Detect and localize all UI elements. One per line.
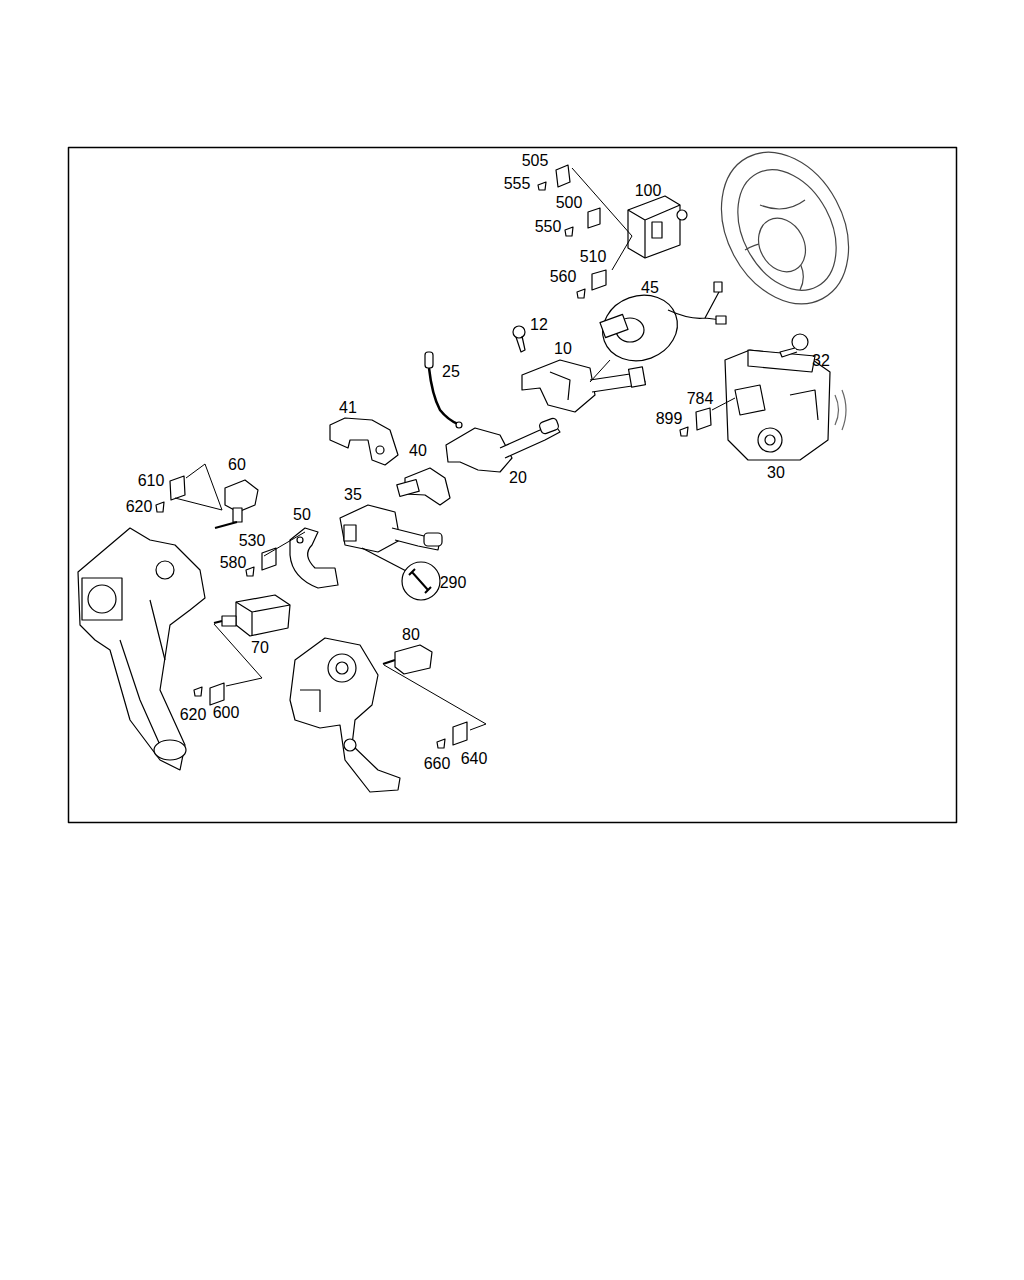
clock-spring xyxy=(593,282,726,371)
cable xyxy=(425,352,462,428)
callout-number: 100 xyxy=(635,182,662,200)
wrench-symbol xyxy=(362,548,440,600)
clutch-switch xyxy=(383,645,432,674)
steering-wheel xyxy=(696,130,874,326)
combination-switch xyxy=(522,360,645,412)
sensor xyxy=(215,480,258,528)
callout-number: 784 xyxy=(687,390,714,408)
callout-number: 80 xyxy=(402,626,420,644)
callout-number: 550 xyxy=(535,218,562,236)
callout-number: 32 xyxy=(812,352,830,370)
lever-switch xyxy=(340,505,442,552)
callout-number: 510 xyxy=(580,248,607,266)
callout-number: 600 xyxy=(213,704,240,722)
callout-number: 555 xyxy=(504,175,531,193)
callout-number: 560 xyxy=(550,268,577,286)
callout-number: 40 xyxy=(409,442,427,460)
control-module xyxy=(628,196,687,258)
callout-number: 500 xyxy=(556,194,583,212)
leader-lines xyxy=(175,168,735,730)
callout-number: 35 xyxy=(344,486,362,504)
callout-number: 70 xyxy=(251,639,269,657)
pedal-assembly xyxy=(290,638,400,792)
callout-number: 290 xyxy=(440,574,467,592)
callout-number: 20 xyxy=(509,469,527,487)
lever-switch xyxy=(446,417,560,472)
callout-number: 45 xyxy=(641,279,659,297)
callout-number: 580 xyxy=(220,554,247,572)
brake-light-switch xyxy=(214,595,290,636)
pedal-assembly xyxy=(78,528,205,770)
callout-number: 12 xyxy=(530,316,548,334)
callout-number: 30 xyxy=(767,464,785,482)
callout-number: 620 xyxy=(126,498,153,516)
bracket xyxy=(330,418,398,465)
callout-number: 899 xyxy=(656,410,683,428)
callout-number: 610 xyxy=(138,472,165,490)
bolt xyxy=(780,334,808,357)
callout-number: 60 xyxy=(228,456,246,474)
callout-number: 640 xyxy=(461,750,488,768)
callout-number: 660 xyxy=(424,755,451,773)
frame xyxy=(69,148,957,823)
screw xyxy=(513,326,525,352)
callout-number: 25 xyxy=(442,363,460,381)
switch-part xyxy=(397,468,450,505)
callout-number: 50 xyxy=(293,506,311,524)
callout-number: 10 xyxy=(554,340,572,358)
callout-number: 620 xyxy=(180,706,207,724)
callout-number: 41 xyxy=(339,399,357,417)
callout-number: 530 xyxy=(239,532,266,550)
steering-lock-housing xyxy=(725,350,846,460)
connectors xyxy=(156,165,711,748)
callout-number: 505 xyxy=(522,152,549,170)
